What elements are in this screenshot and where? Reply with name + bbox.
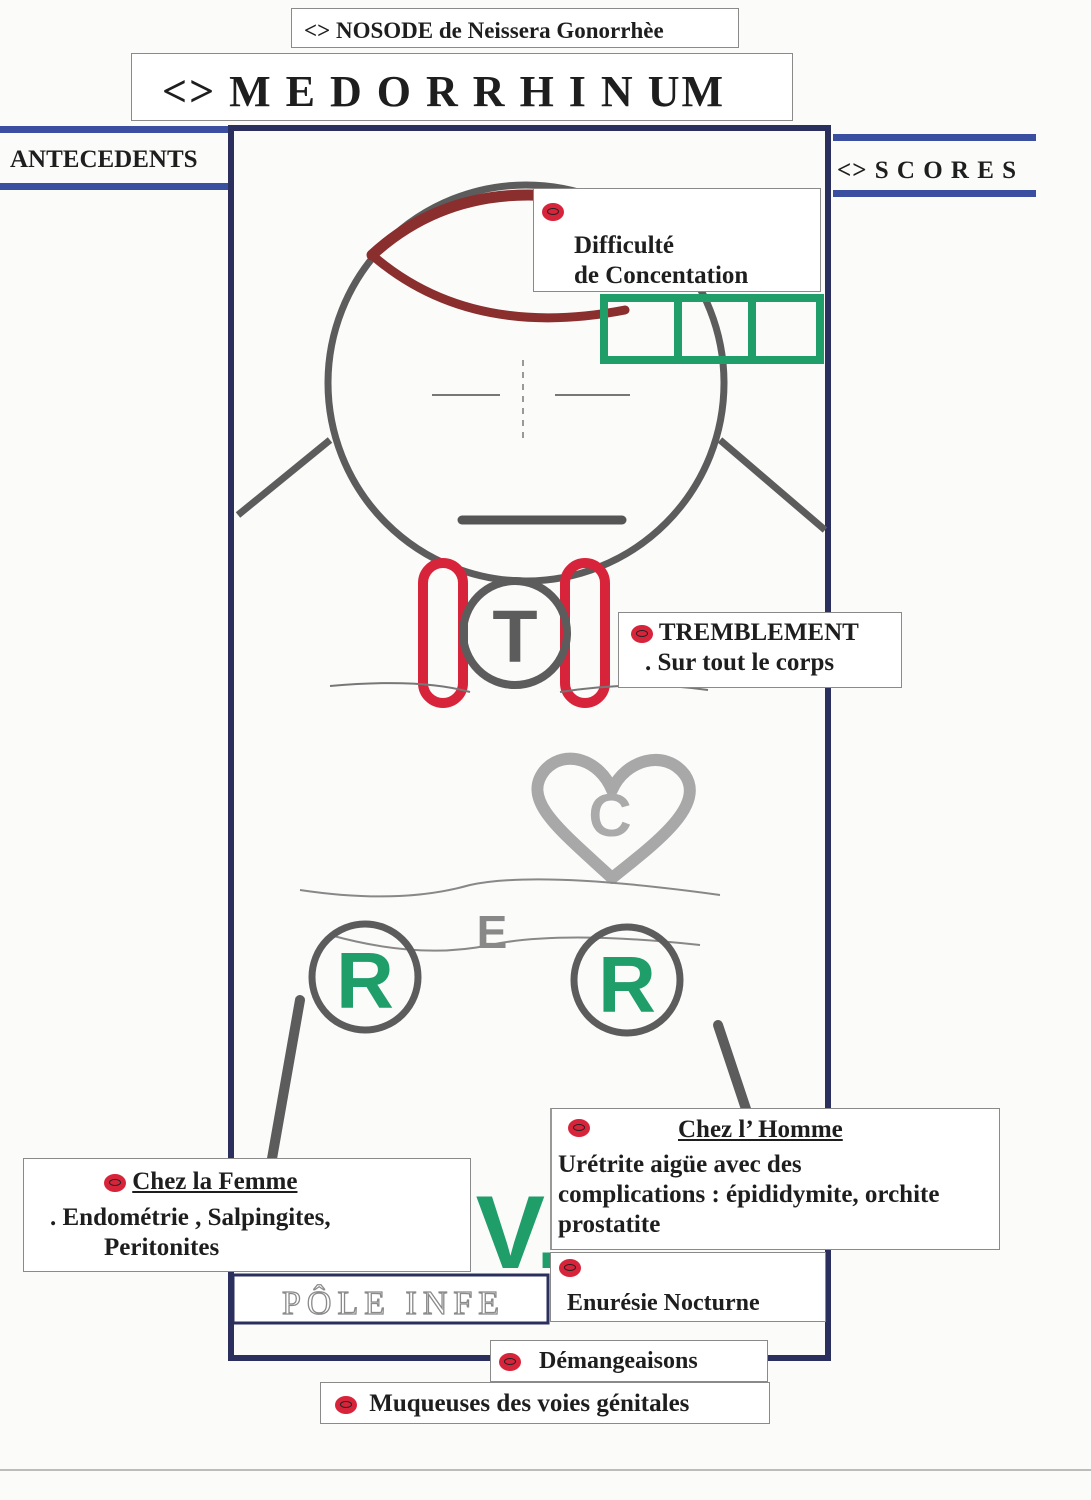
- homme-line1: Urétrite aigüe avec des: [558, 1151, 802, 1178]
- concentration-label: Difficulté de Concentation: [533, 188, 821, 292]
- femme-line2: Peritonites: [104, 1234, 220, 1261]
- pelvis-left: [265, 995, 305, 1175]
- homme-line2: complications : épididymite, orchite: [558, 1181, 940, 1208]
- nosode-label: <> NOSODE de Neissera Gonorrhèe: [291, 8, 739, 48]
- demangeaisons-text: Démangeaisons: [539, 1348, 698, 1374]
- marker-icon: [542, 203, 564, 221]
- pelvis-right: [713, 1020, 753, 1120]
- enuresie-label: Enurésie Nocturne: [550, 1252, 826, 1322]
- thyroid-circle: [459, 577, 571, 689]
- diaphragm: [299, 878, 721, 952]
- stomach-letter: E: [477, 906, 508, 958]
- kidney-left-letter: R: [336, 936, 394, 1025]
- shoulder-right: [717, 437, 828, 533]
- pole-text: PÔLE INFE: [282, 1284, 505, 1322]
- scores-band: <> S C O R E S: [833, 130, 1036, 206]
- muqueuses-label: Muqueuses des voies génitales: [320, 1382, 770, 1424]
- femme-title: Chez la Femme: [132, 1168, 298, 1195]
- thyroid-letter: T: [492, 595, 537, 678]
- tremblement-title: TREMBLEMENT: [658, 619, 859, 646]
- brain-zone-lower: [367, 250, 630, 323]
- demangeaisons-label: Démangeaisons: [490, 1340, 768, 1382]
- marker-icon: [559, 1259, 581, 1277]
- enuresie-text: Enurésie Nocturne: [567, 1290, 760, 1316]
- marker-icon: [568, 1119, 590, 1137]
- marker-icon: [499, 1353, 521, 1372]
- concentration-line2: de Concentation: [574, 262, 749, 289]
- marker-icon: [104, 1174, 126, 1193]
- homme-line3: prostatite: [558, 1211, 661, 1238]
- homme-label: Chez l’ Homme Urétrite aigüe avec des co…: [550, 1108, 1000, 1250]
- antecedents-band: ANTECEDENTS: [0, 120, 228, 196]
- homme-title: Chez l’ Homme: [678, 1116, 843, 1143]
- marker-icon: [335, 1396, 357, 1415]
- genital-letter: V.: [476, 1175, 565, 1291]
- score-box-3: [748, 294, 824, 364]
- concentration-line1: Difficulté: [574, 232, 674, 259]
- kidney-right-circle: [570, 923, 684, 1037]
- femme-line1: . Endométrie , Salpingites,: [50, 1204, 331, 1231]
- tremblement-detail: . Sur tout le corps: [645, 649, 835, 676]
- kidney-left-circle: [308, 920, 422, 1034]
- remedy-title: <> M E D O R R H I N UM: [131, 53, 793, 121]
- scores-title: <> S C O R E S: [837, 157, 1018, 184]
- kidney-right-letter: R: [598, 940, 656, 1029]
- thyroid-lobe-left: [418, 558, 468, 708]
- tremblement-label: TREMBLEMENT . Sur tout le corps: [618, 612, 902, 688]
- antecedents-title: ANTECEDENTS: [10, 146, 198, 173]
- pole-box: [231, 1273, 550, 1325]
- heart-letter: C: [588, 782, 631, 849]
- muqueuses-text: Muqueuses des voies génitales: [369, 1390, 690, 1417]
- shoulder-left: [235, 437, 333, 518]
- heart-shape: [531, 752, 696, 884]
- femme-label: Chez la Femme . Endométrie , Salpingites…: [23, 1158, 471, 1272]
- marker-icon: [631, 625, 653, 644]
